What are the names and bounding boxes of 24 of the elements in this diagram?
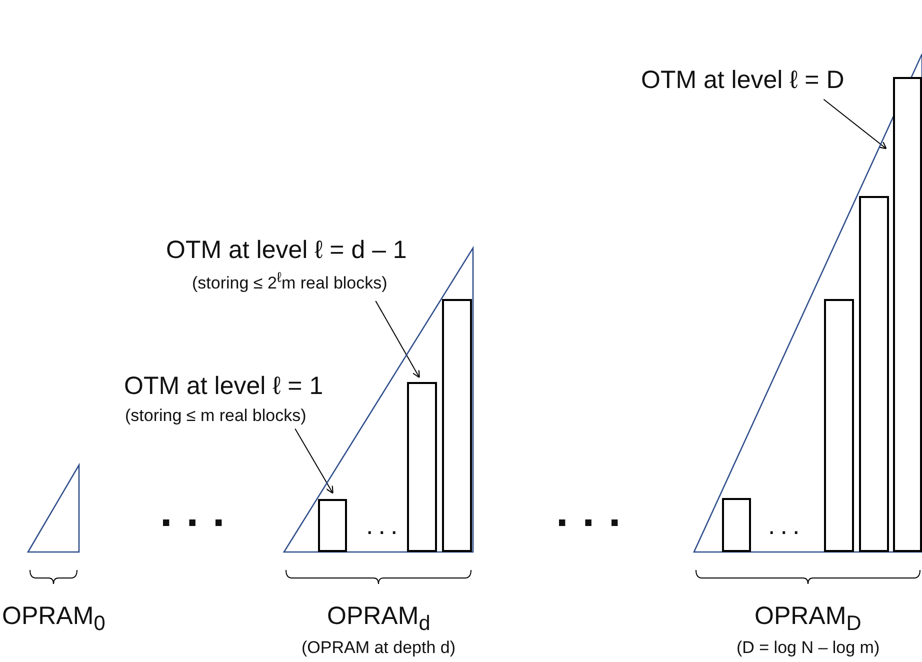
leader-arrow <box>375 300 420 378</box>
storage-note: (storing ≤ 2$^{ℓ}$m real blocks) <box>192 270 388 294</box>
memory-bar <box>318 499 347 552</box>
leader-arrow <box>823 98 887 150</box>
ellipsis: ... <box>366 512 403 538</box>
memory-bar <box>407 382 437 552</box>
level-label: OTM at level ℓ = 1 <box>124 372 324 401</box>
level-label: OTM at level ℓ = d – 1 <box>166 236 407 265</box>
level-label: OTM at level ℓ = D <box>641 66 844 95</box>
structure-note: (D = log N – log m) <box>736 638 880 658</box>
structure-label: OPRAM$_{d}$ <box>327 602 430 636</box>
structure-label: OPRAM$_{D}$ <box>754 602 862 636</box>
ellipsis: ... <box>768 512 805 538</box>
leader-arrow <box>294 428 334 494</box>
memory-bar <box>722 498 751 552</box>
memory-bar <box>893 77 922 552</box>
structure-note: (OPRAM at depth d) <box>302 638 456 658</box>
structure-label: OPRAM$_{0}$ <box>2 602 106 636</box>
memory-bar <box>442 299 472 552</box>
memory-bar <box>824 299 854 552</box>
storage-note: (storing ≤ m real blocks) <box>125 406 306 426</box>
memory-bar <box>859 196 889 552</box>
ellipsis: ... <box>160 490 239 534</box>
ellipsis: ... <box>556 490 635 534</box>
